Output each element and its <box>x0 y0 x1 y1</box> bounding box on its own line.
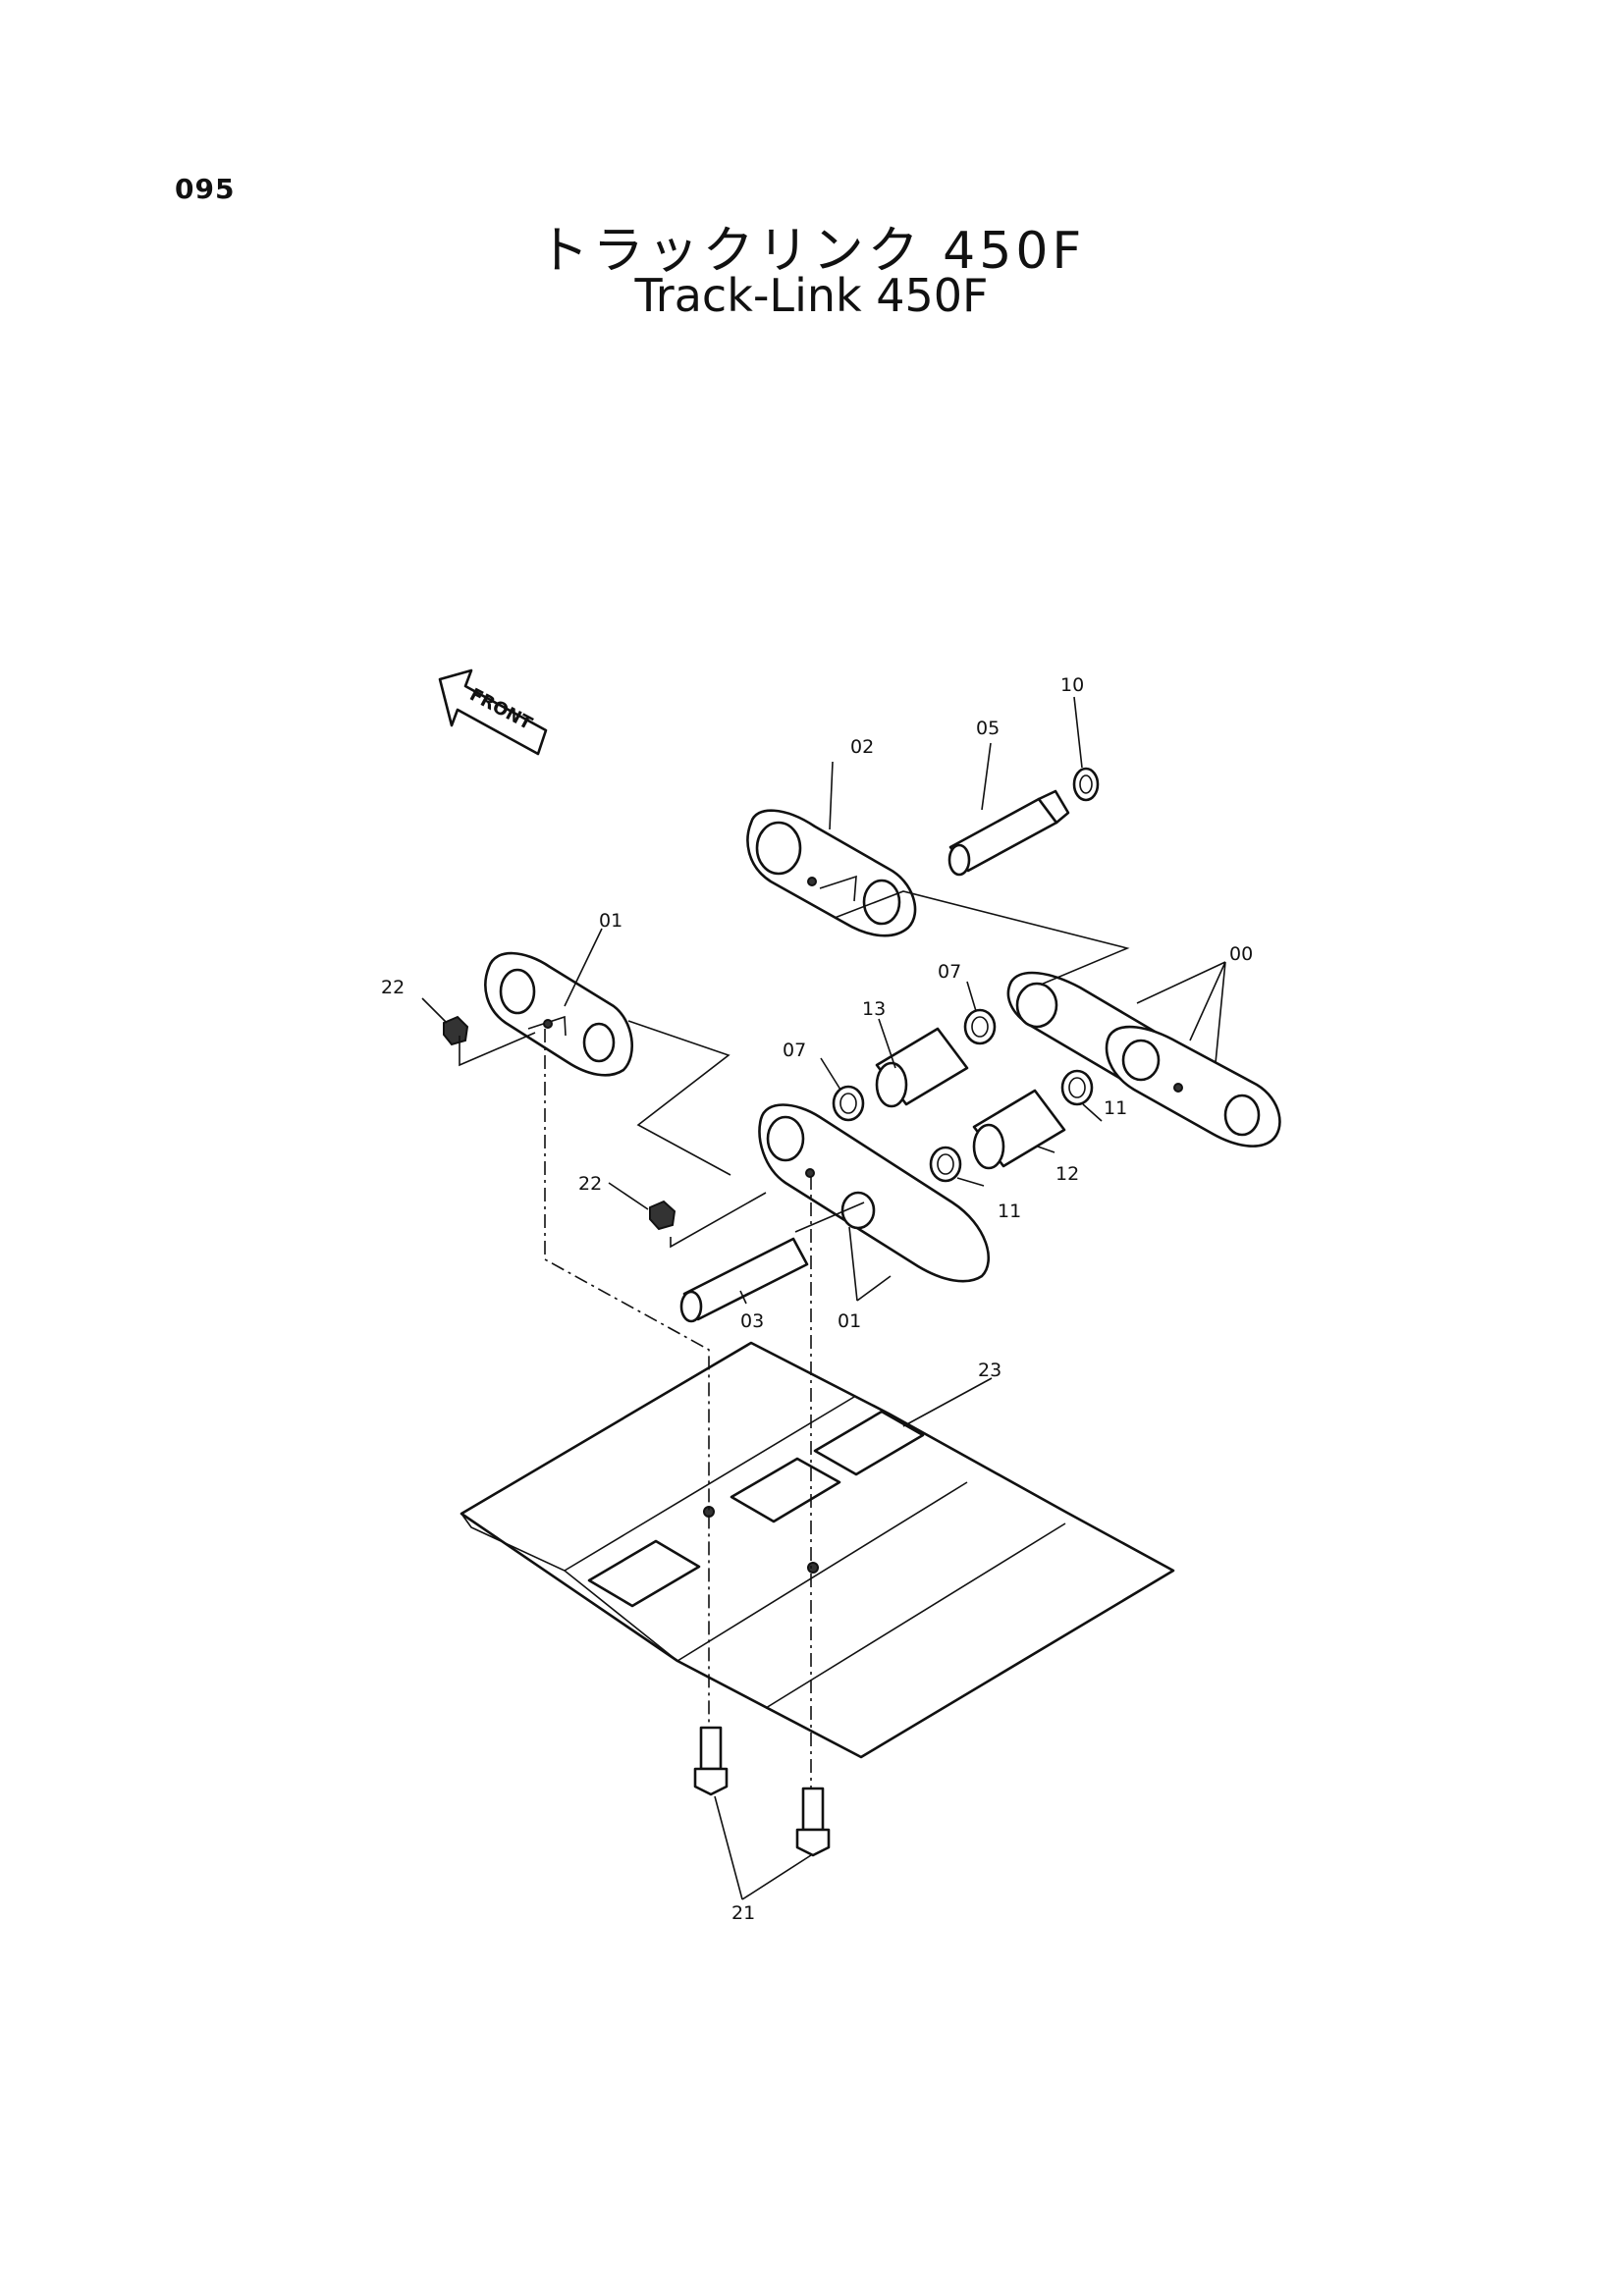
label-23: 23 <box>978 1360 1001 1381</box>
title-japanese: トラックリンク 450F <box>537 222 1086 281</box>
bushing-13 <box>875 1027 969 1108</box>
link-01-left <box>484 951 634 1077</box>
page-number: 095 <box>175 173 236 205</box>
label-01-center: 01 <box>838 1310 861 1332</box>
seal-11-right <box>1060 1069 1094 1106</box>
link-assembly-00 <box>1006 971 1281 1148</box>
label-02: 02 <box>850 736 874 758</box>
label-22-upper: 22 <box>381 977 405 998</box>
label-00: 00 <box>1229 943 1253 965</box>
front-arrow-icon: FRONT <box>438 668 548 756</box>
label-07-lower: 07 <box>783 1040 806 1061</box>
track-shoe-23 <box>460 1341 1175 1759</box>
master-pin-05 <box>947 789 1070 877</box>
label-11-right: 11 <box>1104 1097 1127 1119</box>
link-01-center <box>758 1103 990 1283</box>
label-03: 03 <box>740 1310 764 1332</box>
label-22-lower: 22 <box>578 1173 602 1195</box>
seal-07-upper <box>963 1008 997 1045</box>
snap-ring-10 <box>1072 767 1100 802</box>
bolt-21-left <box>693 1726 729 1796</box>
label-05: 05 <box>976 718 1000 739</box>
nut-22-upper <box>443 1015 469 1046</box>
label-11-left: 11 <box>998 1201 1021 1222</box>
label-13: 13 <box>862 998 886 1020</box>
label-10: 10 <box>1060 674 1084 696</box>
bushing-12 <box>972 1089 1066 1170</box>
bolt-21-right <box>795 1787 831 1857</box>
seal-11-left <box>929 1146 962 1183</box>
label-01-left: 01 <box>599 910 622 932</box>
seal-07-lower <box>832 1085 865 1122</box>
title-english: Track-Link 450F <box>634 269 989 322</box>
label-21: 21 <box>731 1902 755 1924</box>
pin-03 <box>679 1237 809 1323</box>
label-07-upper: 07 <box>938 961 961 983</box>
master-link-02 <box>746 809 917 937</box>
nut-22-lower <box>649 1200 676 1231</box>
label-12: 12 <box>1055 1163 1079 1185</box>
